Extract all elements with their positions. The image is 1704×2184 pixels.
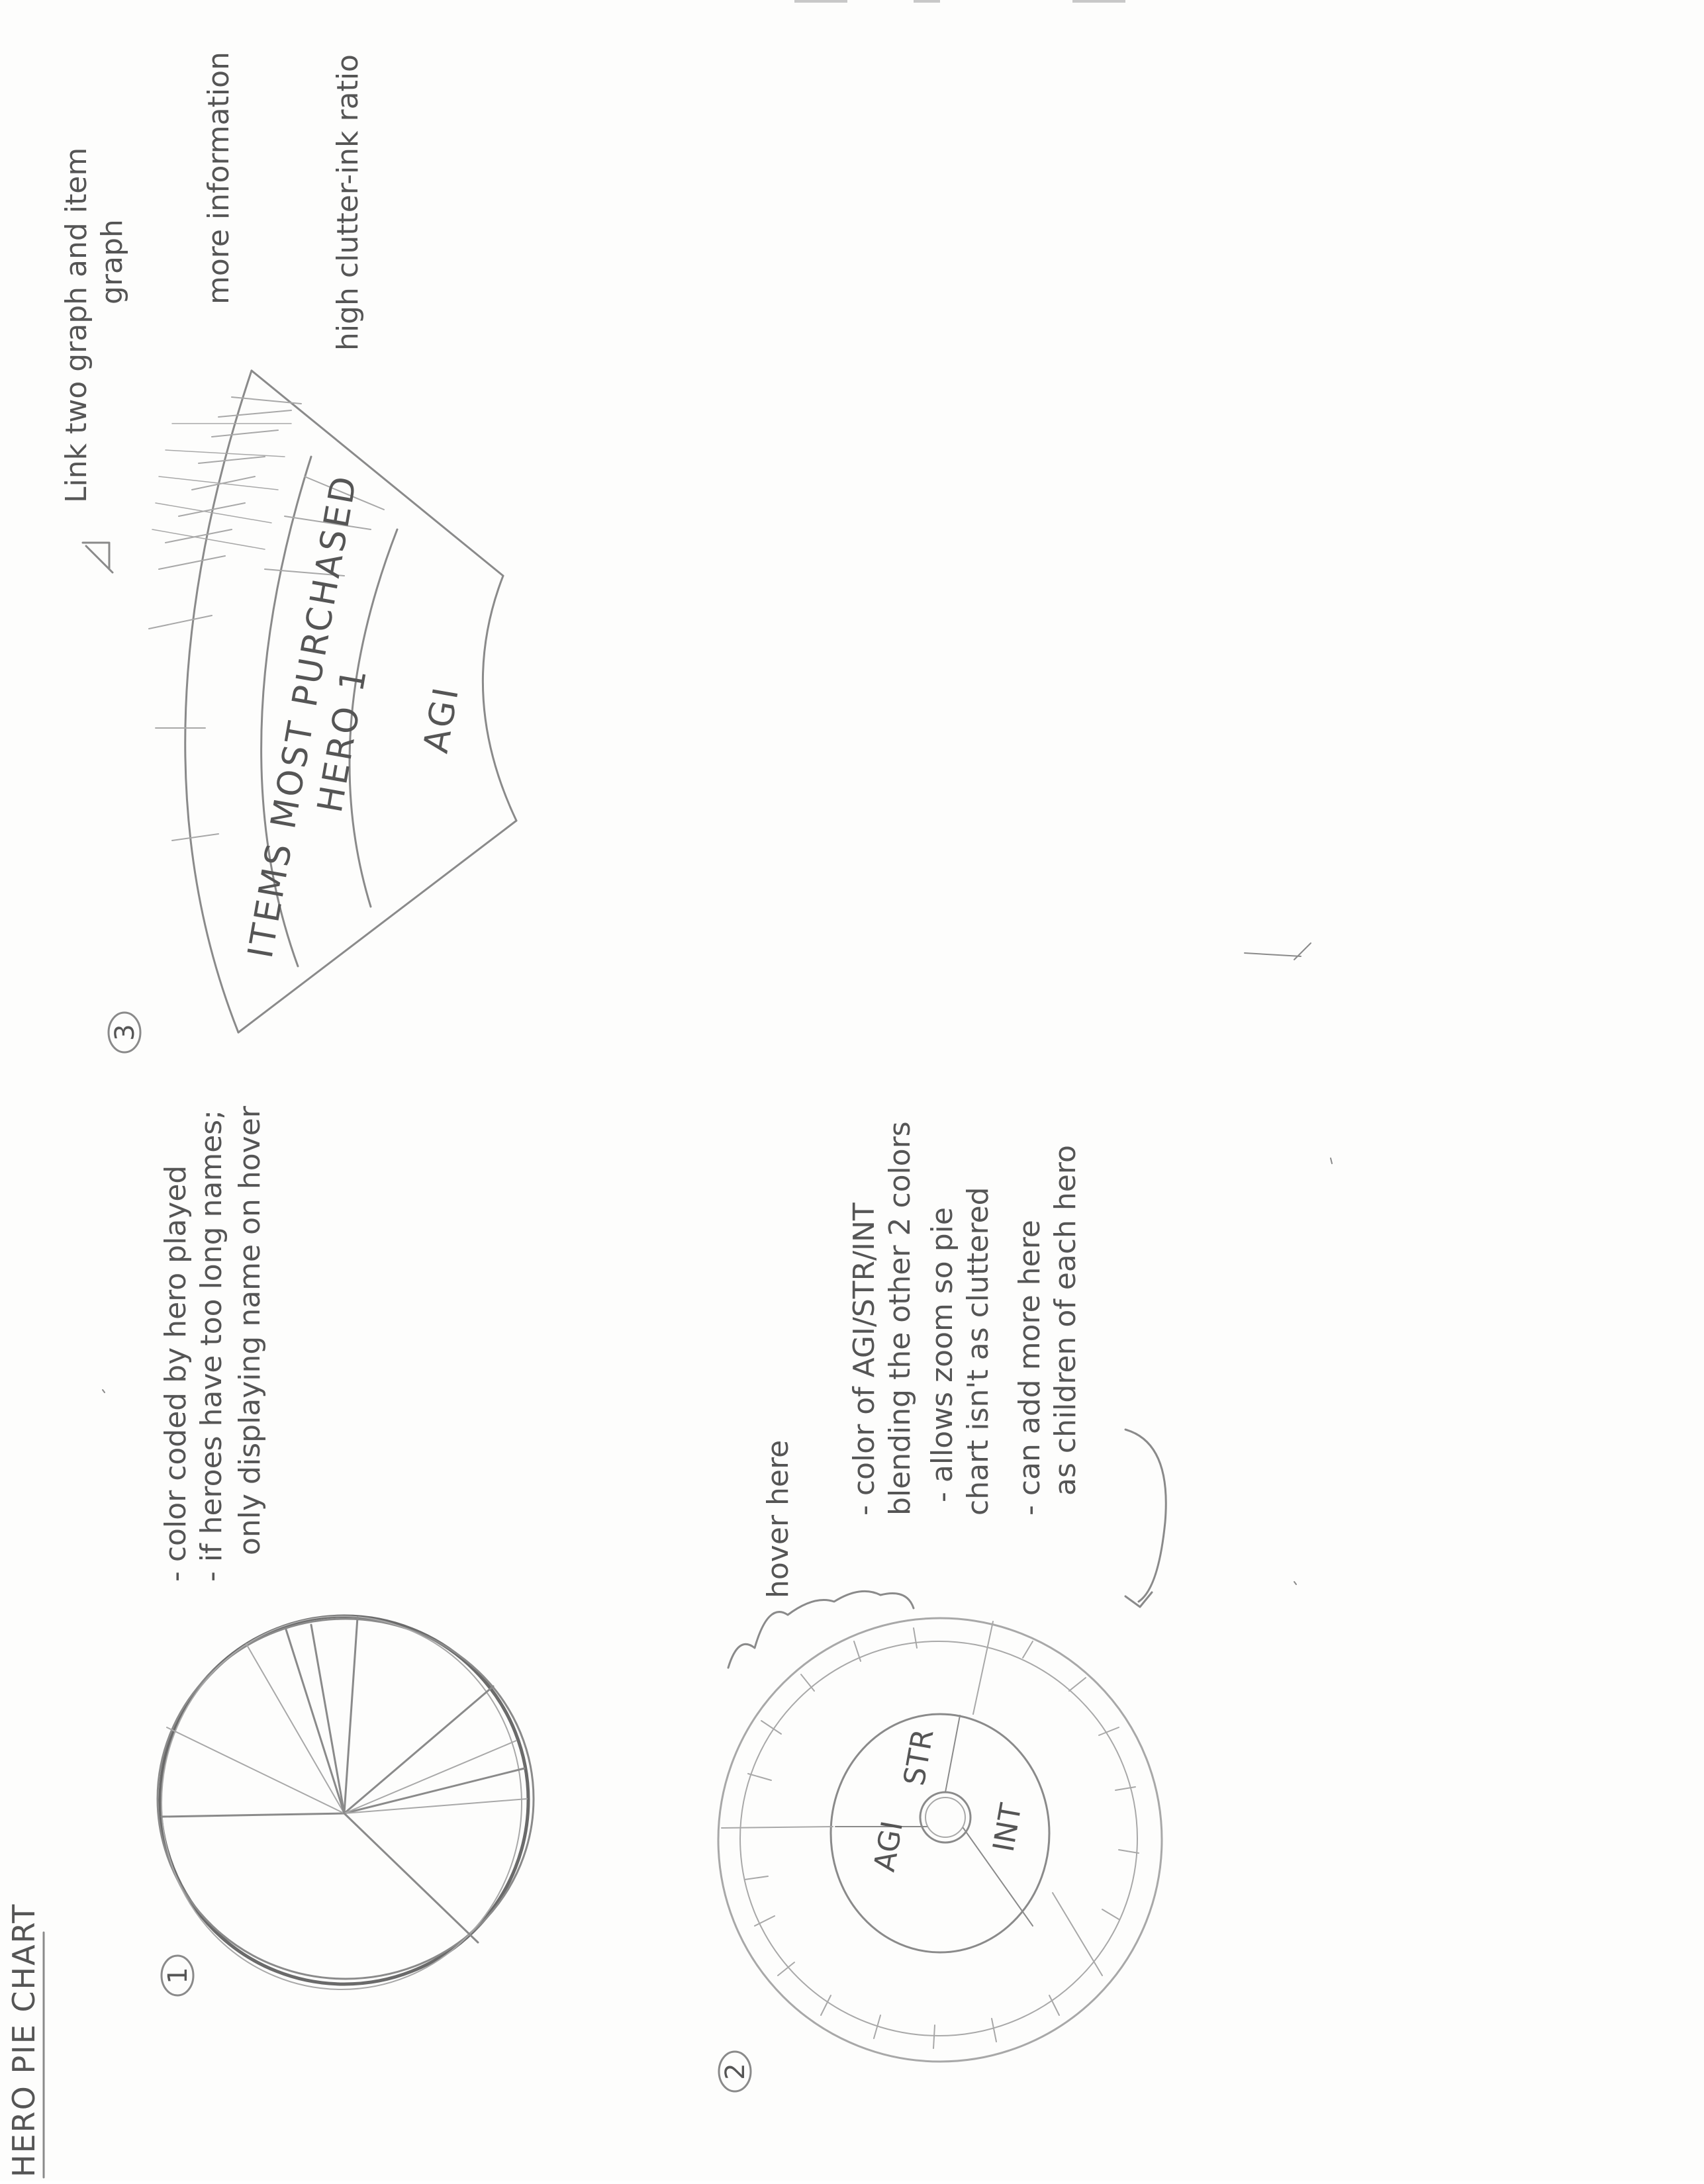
sketch2-note-4: chart isn't as cluttered bbox=[961, 1187, 995, 1516]
sketch2-segment-int: INT bbox=[987, 1801, 1029, 1854]
sketch1-number-badge: 1 bbox=[160, 1954, 195, 1997]
sketch2-hover-label: hover here bbox=[761, 1440, 795, 1598]
sketch1: 1 - color coded by hero played - if hero… bbox=[156, 1105, 535, 1997]
sketch1-note-3: only displaying name on hover bbox=[233, 1105, 267, 1555]
sketch3-label-inner: AGI bbox=[416, 682, 467, 756]
sketch3-note-2: graph bbox=[95, 219, 129, 304]
sketch2: 2 bbox=[717, 1121, 1167, 2093]
sketch1-note-1: - color coded by hero played bbox=[159, 1165, 193, 1582]
sketch2-note-6: as children of each hero bbox=[1049, 1145, 1082, 1496]
sketch2-segment-str: STR bbox=[898, 1727, 941, 1788]
sketch2-note-1: - color of AGI/STR/INT bbox=[847, 1203, 881, 1516]
sketch1-number: 1 bbox=[163, 1967, 193, 1983]
sketch2-note-2: blending the other 2 colors bbox=[883, 1121, 917, 1516]
sketch3-number: 3 bbox=[110, 1024, 140, 1040]
sketch2-number: 2 bbox=[720, 2063, 751, 2079]
sketch3-sector: ITEMS MOST PURCHASED HERO 1 AGI bbox=[148, 369, 518, 1034]
sketch3-note-1: Link two graph and item bbox=[60, 148, 93, 503]
sketch1-note-2: - if heroes have too long names; bbox=[195, 1110, 228, 1582]
sketch2-number-badge: 2 bbox=[718, 2050, 752, 2093]
sketch3-arrow bbox=[81, 541, 114, 574]
page-title: HERO PIE CHART bbox=[6, 1903, 45, 2179]
sketch1-pie bbox=[156, 1614, 535, 1990]
sketch3-notes: Link two graph and item graph more infor… bbox=[60, 52, 365, 503]
stray-marks bbox=[102, 942, 1333, 1585]
sketch2-sunburst: AGI STR INT bbox=[717, 1617, 1163, 2063]
sketch2-notes: - color of AGI/STR/INT blending the othe… bbox=[847, 1121, 1082, 1516]
sketch2-arrow bbox=[1124, 1428, 1167, 1608]
sketch2-hover-callout: hover here bbox=[727, 1440, 915, 1669]
page-title-text: HERO PIE CHART bbox=[6, 1903, 42, 2177]
sketch3: 3 bbox=[60, 52, 518, 1054]
sketch2-note-3: - allows zoom so pie bbox=[925, 1207, 959, 1502]
sketch3-number-badge: 3 bbox=[107, 1011, 142, 1054]
sketch3-note-4: high clutter-ink ratio bbox=[331, 54, 365, 351]
sketch1-notes: - color coded by hero played - if heroes… bbox=[159, 1105, 267, 1582]
sketch3-note-3: more information bbox=[202, 52, 236, 304]
sketch2-note-5: - can add more here bbox=[1013, 1220, 1047, 1516]
